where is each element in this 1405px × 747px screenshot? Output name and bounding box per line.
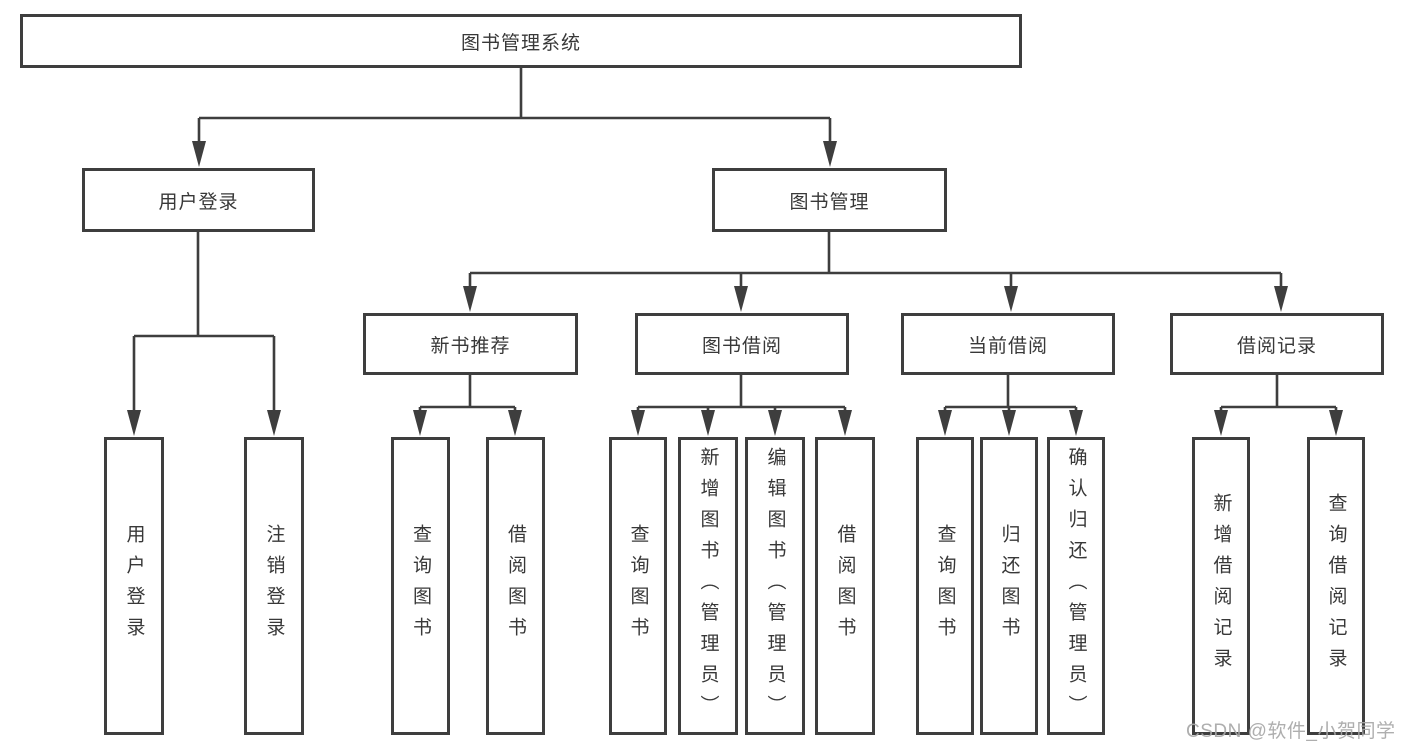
node-label: 新增借阅记录 (1210, 493, 1232, 679)
node-label: 查询图书 (627, 524, 649, 648)
node-borrowing-records: 借阅记录 (1170, 313, 1384, 375)
node-label: 查询图书 (934, 524, 956, 648)
node-label: 用户登录 (123, 524, 145, 648)
leaf-query-books-current: 查询图书 (916, 437, 974, 735)
node-label: 用户登录 (158, 191, 239, 213)
node-current-borrowing: 当前借阅 (901, 313, 1115, 375)
node-label: 新增图书（管理员） (697, 446, 719, 726)
node-label: 新书推荐 (430, 335, 511, 357)
node-label: 编辑图书（管理员） (764, 446, 786, 726)
leaf-logout: 注销登录 (244, 437, 304, 735)
leaf-query-books-recommend: 查询图书 (391, 437, 450, 735)
leaf-user-login: 用户登录 (104, 437, 164, 735)
node-label: 当前借阅 (967, 335, 1048, 357)
node-user-login-module: 用户登录 (82, 168, 315, 232)
leaf-return-book: 归还图书 (980, 437, 1038, 735)
node-label: 借阅图书 (834, 524, 856, 648)
node-label: 借阅图书 (505, 524, 526, 648)
leaf-edit-book-admin: 编辑图书（管理员） (745, 437, 805, 735)
node-book-management-module: 图书管理 (712, 168, 947, 232)
node-label: 图书管理 (789, 191, 870, 213)
leaf-add-borrow-record: 新增借阅记录 (1192, 437, 1250, 735)
leaf-query-books-borrowing: 查询图书 (609, 437, 667, 735)
leaf-query-borrow-record: 查询借阅记录 (1307, 437, 1365, 735)
node-book-borrowing: 图书借阅 (635, 313, 849, 375)
node-label: 注销登录 (263, 524, 285, 648)
csdn-watermark: CSDN @软件_小贺同学 (1186, 721, 1396, 742)
node-label: 归还图书 (998, 524, 1020, 648)
node-label: 查询图书 (410, 524, 431, 648)
node-root-system: 图书管理系统 (20, 14, 1022, 68)
node-label: 借阅记录 (1236, 335, 1317, 357)
node-new-book-recommendation: 新书推荐 (363, 313, 578, 375)
node-label: 图书管理系统 (460, 32, 581, 54)
node-label: 图书借阅 (701, 335, 782, 357)
leaf-confirm-return-admin: 确认归还（管理员） (1047, 437, 1105, 735)
leaf-borrow-books-borrowing: 借阅图书 (815, 437, 875, 735)
leaf-add-book-admin: 新增图书（管理员） (678, 437, 738, 735)
node-label: 确认归还（管理员） (1065, 446, 1087, 726)
leaf-borrow-books-recommend: 借阅图书 (486, 437, 545, 735)
node-label: 查询借阅记录 (1325, 493, 1347, 679)
